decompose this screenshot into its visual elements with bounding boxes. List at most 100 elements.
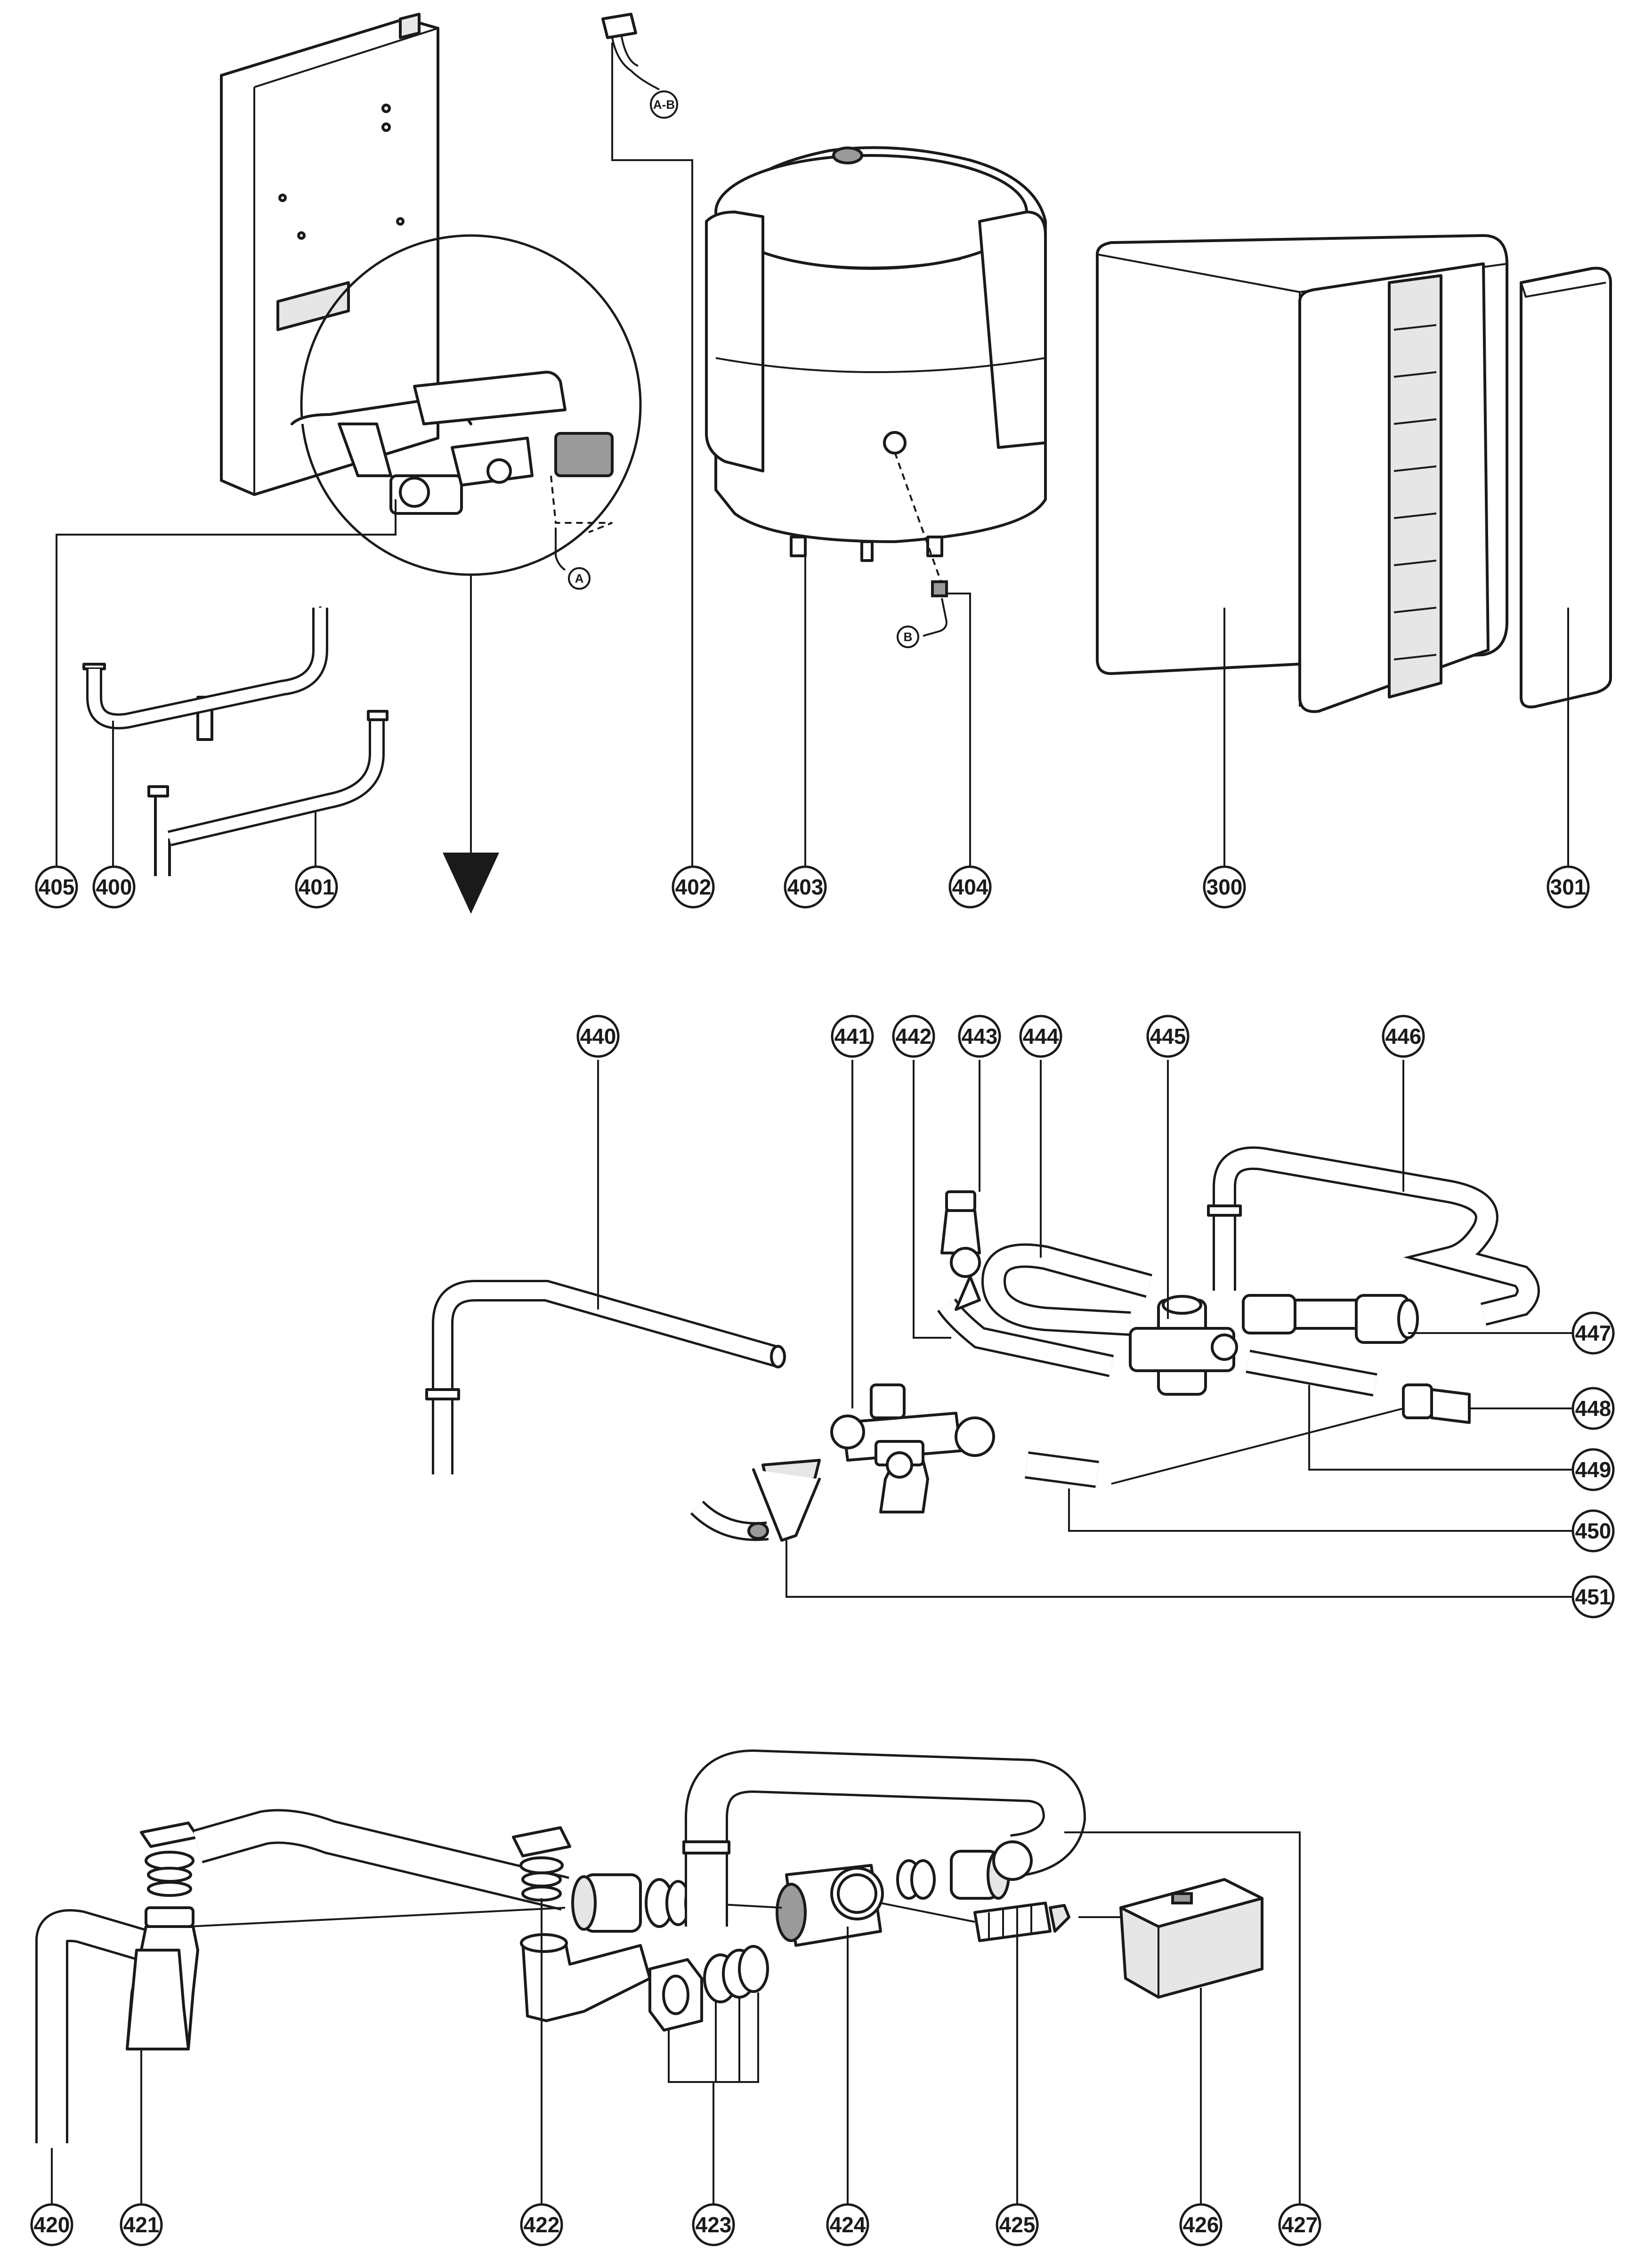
pipe-427: [682, 1749, 1086, 1927]
callout-301: 301: [1547, 865, 1590, 909]
callout-444: 444: [1019, 1015, 1062, 1058]
callout-301-label: 301: [1550, 875, 1587, 899]
callout-400-label: 400: [96, 875, 132, 899]
side-panel-301: [1520, 267, 1612, 708]
leader-404: [947, 593, 971, 867]
casing-300: [1096, 234, 1508, 713]
leader-442: [913, 1060, 951, 1339]
callout-442-label: 442: [896, 1024, 932, 1049]
wire-b-dashed: [894, 452, 943, 585]
callout-401-label: 401: [299, 875, 335, 899]
callout-426: 426: [1179, 2203, 1223, 2246]
sensor-404: B: [897, 580, 948, 648]
callout-449: 449: [1571, 1448, 1615, 1491]
callout-441-label: 441: [834, 1024, 871, 1049]
valve-441: [830, 1383, 995, 1513]
long-pipe-main: [193, 1809, 569, 1911]
callout-402-label: 402: [675, 875, 712, 899]
callout-440-label: 440: [580, 1024, 616, 1049]
cartridge-425: [973, 1902, 1070, 1942]
callout-446-label: 446: [1385, 1024, 1422, 1049]
callout-445-label: 445: [1150, 1024, 1186, 1049]
leader-451: [786, 1540, 1573, 1598]
down-arrow-icon: [443, 853, 499, 914]
drain-hose-451: [690, 1459, 821, 1542]
callout-450-label: 450: [1575, 1519, 1612, 1543]
callout-425-label: 425: [999, 2212, 1036, 2237]
callout-405-label: 405: [39, 875, 75, 899]
callout-448: 448: [1571, 1387, 1615, 1430]
wire-a-dashed: [550, 475, 613, 533]
wire-a: [555, 528, 566, 571]
callout-427: 427: [1278, 2203, 1321, 2246]
callout-405: 405: [35, 865, 78, 909]
callout-420-label: 420: [34, 2212, 70, 2237]
callout-403-label: 403: [787, 875, 824, 899]
callout-423-label: 423: [696, 2212, 732, 2237]
pipe-401: [147, 710, 389, 876]
connector-b-label: B: [904, 630, 913, 644]
callout-420: 420: [30, 2203, 73, 2246]
callout-300: 300: [1203, 865, 1246, 909]
callout-421: 421: [120, 2203, 163, 2246]
boiler-back-frame: [220, 13, 439, 496]
fitting-443: [940, 1190, 981, 1311]
callout-425: 425: [996, 2203, 1039, 2246]
leader-449: [1308, 1385, 1573, 1471]
leader-423: [668, 1993, 759, 2204]
callout-422-label: 422: [524, 2212, 560, 2237]
sensor-402-connector: A-B: [601, 13, 678, 119]
nut-rings-423: [648, 1945, 769, 2032]
callout-423: 423: [692, 2203, 735, 2246]
callout-426-label: 426: [1183, 2212, 1219, 2237]
callout-442: 442: [892, 1015, 935, 1058]
fitting-448: [1402, 1383, 1471, 1424]
callout-402: 402: [672, 865, 715, 909]
callout-451-label: 451: [1575, 1585, 1612, 1609]
connector-a-marker: A: [568, 567, 591, 590]
callout-450: 450: [1571, 1509, 1615, 1553]
callout-447-label: 447: [1575, 1321, 1612, 1345]
callout-404-label: 404: [952, 875, 988, 899]
connector-ab-label: A-B: [653, 98, 675, 112]
pipe-440: [425, 1280, 786, 1474]
callout-446: 446: [1382, 1015, 1425, 1058]
callout-448-label: 448: [1575, 1396, 1612, 1421]
elbow-fitting-422: [512, 1826, 651, 2022]
callout-440: 440: [576, 1015, 620, 1058]
leader-427: [1064, 1831, 1301, 2204]
valve-assembly-424: [571, 1850, 1010, 1947]
pipe-420: [35, 1909, 165, 2143]
pipe-444: [981, 1243, 1152, 1336]
callout-404: 404: [948, 865, 992, 909]
callout-443: 443: [958, 1015, 1001, 1058]
callout-445: 445: [1146, 1015, 1190, 1058]
leader-425-line: [880, 1902, 975, 1923]
pipe-400-fill: [89, 608, 326, 727]
actuator-head-426: [1078, 1878, 1263, 1999]
callout-424: 424: [826, 2203, 869, 2246]
callout-300-label: 300: [1207, 875, 1243, 899]
leader-450: [1068, 1488, 1573, 1532]
callout-447: 447: [1571, 1311, 1615, 1355]
pipe-449: [1246, 1350, 1377, 1397]
callout-401: 401: [295, 865, 338, 909]
callout-422: 422: [520, 2203, 563, 2246]
callout-427-label: 427: [1282, 2212, 1318, 2237]
leader-402: [611, 42, 693, 867]
callout-441: 441: [831, 1015, 874, 1058]
pipe-446: [1207, 1146, 1540, 1326]
long-pipe-lower: [188, 1907, 566, 1928]
pipe-450: [1025, 1451, 1099, 1488]
leader-405: [56, 499, 397, 867]
callout-444-label: 444: [1023, 1024, 1059, 1049]
fitting-447: [1242, 1294, 1419, 1344]
pipe-442: [937, 1298, 1114, 1377]
callout-421-label: 421: [123, 2212, 160, 2237]
callout-451: 451: [1571, 1575, 1615, 1619]
callout-403: 403: [784, 865, 827, 909]
cross-fitting-445: [1129, 1295, 1238, 1396]
leader-450-upper: [1111, 1407, 1404, 1485]
